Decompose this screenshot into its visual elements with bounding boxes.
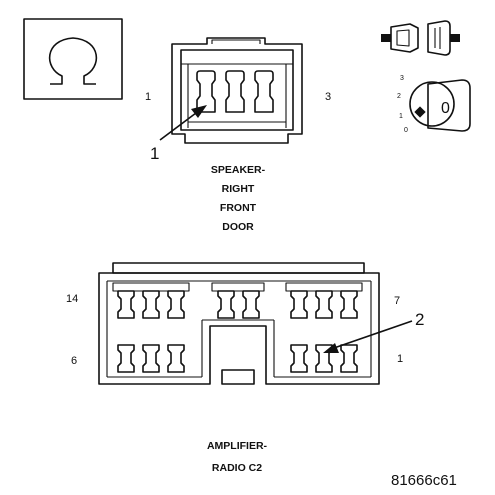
amp-callout-2: 2 bbox=[415, 310, 424, 329]
connector-plug-icon bbox=[381, 20, 460, 56]
speaker-pin-1-label: 1 bbox=[145, 91, 151, 103]
amp-cavity-bottom-3 bbox=[167, 344, 185, 373]
speaker-connector: 1 3 1 SPEAKER- RIGHT FRONT DOOR bbox=[145, 37, 331, 233]
speaker-pin-3-label: 3 bbox=[325, 91, 331, 103]
ignition-position-2: 2 bbox=[397, 93, 401, 100]
ohm-icon bbox=[23, 18, 123, 100]
amplifier-connector: 14 7 6 1 2 AMPLIFIER- RADIO C2 bbox=[66, 262, 424, 474]
ignition-key-icon: 3 2 1 0 0 bbox=[397, 75, 471, 134]
amp-cavity-top-5 bbox=[242, 290, 260, 319]
amp-cavity-bottom-2 bbox=[142, 344, 160, 373]
amp-cavity-top-1 bbox=[117, 290, 135, 319]
amp-cavity-top-6 bbox=[290, 290, 308, 319]
key-mark: 0 bbox=[441, 100, 450, 117]
ignition-position-3: 3 bbox=[400, 75, 404, 82]
speaker-cavity-3 bbox=[254, 70, 274, 113]
speaker-cavity-1 bbox=[196, 70, 216, 113]
figure-id: 81666c61 bbox=[391, 472, 457, 489]
speaker-callout-1: 1 bbox=[150, 144, 159, 163]
amp-name-line-2: RADIO C2 bbox=[212, 462, 262, 474]
amp-cavity-bottom-5 bbox=[315, 344, 333, 373]
amp-pin-6-label: 6 bbox=[71, 355, 77, 367]
ignition-position-1: 1 bbox=[399, 113, 403, 120]
speaker-name-line-2: RIGHT bbox=[222, 183, 255, 195]
speaker-name-line-3: FRONT bbox=[220, 202, 257, 214]
amp-cavity-bottom-1 bbox=[117, 344, 135, 373]
amp-cavity-bottom-4 bbox=[290, 344, 308, 373]
speaker-name-line-4: DOOR bbox=[222, 221, 254, 233]
amp-cavity-top-8 bbox=[340, 290, 358, 319]
amp-name-line-1: AMPLIFIER- bbox=[207, 440, 268, 452]
amp-cavity-top-7 bbox=[315, 290, 333, 319]
amp-pin-14-label: 14 bbox=[66, 293, 78, 305]
amp-pin-7-label: 7 bbox=[394, 295, 400, 307]
amp-cavity-top-2 bbox=[142, 290, 160, 319]
speaker-cavity-2 bbox=[225, 70, 245, 113]
amp-pin-1-label: 1 bbox=[397, 353, 403, 365]
speaker-name-line-1: SPEAKER- bbox=[211, 164, 266, 176]
amp-cavity-top-3 bbox=[167, 290, 185, 319]
amp-cavity-bottom-6 bbox=[340, 344, 358, 373]
ignition-position-0: 0 bbox=[404, 127, 408, 134]
amp-cavity-top-4 bbox=[217, 290, 235, 319]
